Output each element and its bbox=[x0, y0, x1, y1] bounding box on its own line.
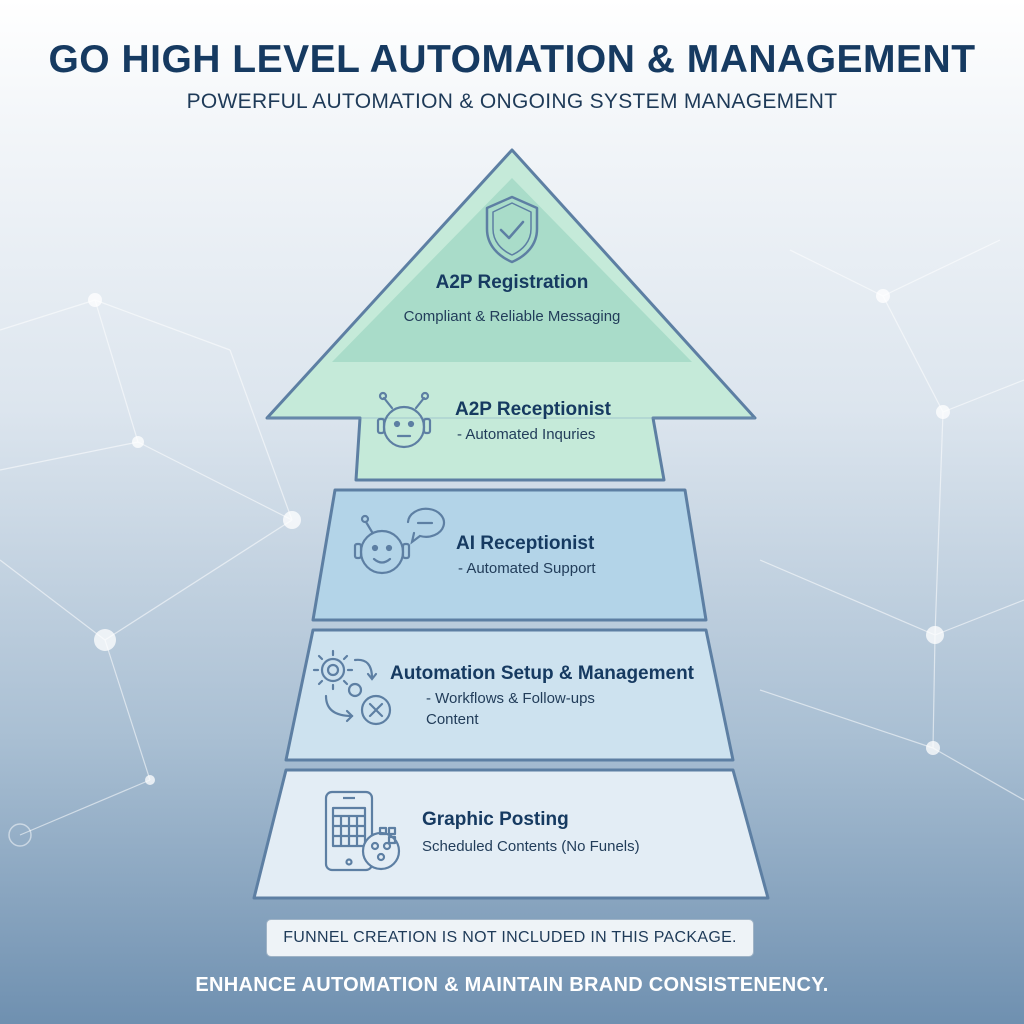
shield-check-icon bbox=[485, 195, 539, 264]
tier-a2p-registration bbox=[332, 178, 692, 362]
tier-1-text: A2P Registration Compliant & Reliable Me… bbox=[362, 272, 662, 325]
tier-4-subtitle-2: Content bbox=[426, 711, 479, 728]
tier-1-subtitle: Compliant & Reliable Messaging bbox=[403, 308, 621, 325]
tier-3-subtitle: - Automated Support bbox=[458, 560, 596, 577]
tier-4-subtitle: - Workflows & Follow-ups bbox=[426, 690, 595, 707]
tier-5-title: Graphic Posting bbox=[422, 809, 569, 830]
page-subtitle: POWERFUL AUTOMATION & ONGOING SYSTEM MAN… bbox=[186, 90, 838, 113]
tier-4-title: Automation Setup & Management bbox=[390, 663, 695, 684]
exclusion-note: FUNNEL CREATION IS NOT INCLUDED IN THIS … bbox=[266, 919, 754, 957]
tier-2-text: A2P Receptionist - Automated Inquries bbox=[455, 399, 611, 443]
robot-icon bbox=[376, 391, 432, 449]
tier-ai-receptionist bbox=[311, 488, 708, 622]
tier-3-title: AI Receptionist bbox=[456, 533, 595, 554]
tier-2-subtitle: - Automated Inquries bbox=[457, 426, 596, 443]
robot-chat-icon bbox=[353, 507, 446, 575]
tier-4-text: Automation Setup & Management - Workflow… bbox=[390, 663, 694, 728]
tier-1-title: A2P Registration bbox=[435, 272, 589, 293]
tier-2-title: A2P Receptionist bbox=[455, 399, 611, 420]
tier-automation-setup bbox=[284, 628, 735, 762]
footer-tagline: ENHANCE AUTOMATION & MAINTAIN BRAND CONS… bbox=[195, 974, 829, 996]
tier-5-subtitle: Scheduled Contents (No Funels) bbox=[422, 838, 640, 855]
tier-3-text: AI Receptionist - Automated Support bbox=[456, 533, 596, 577]
phone-calendar-icon bbox=[324, 790, 401, 872]
page-title: GO HIGH LEVEL AUTOMATION & MANAGEMENT bbox=[48, 38, 976, 81]
tier-5-text: Graphic Posting Scheduled Contents (No F… bbox=[422, 809, 640, 855]
gears-cycle-icon bbox=[312, 649, 392, 726]
